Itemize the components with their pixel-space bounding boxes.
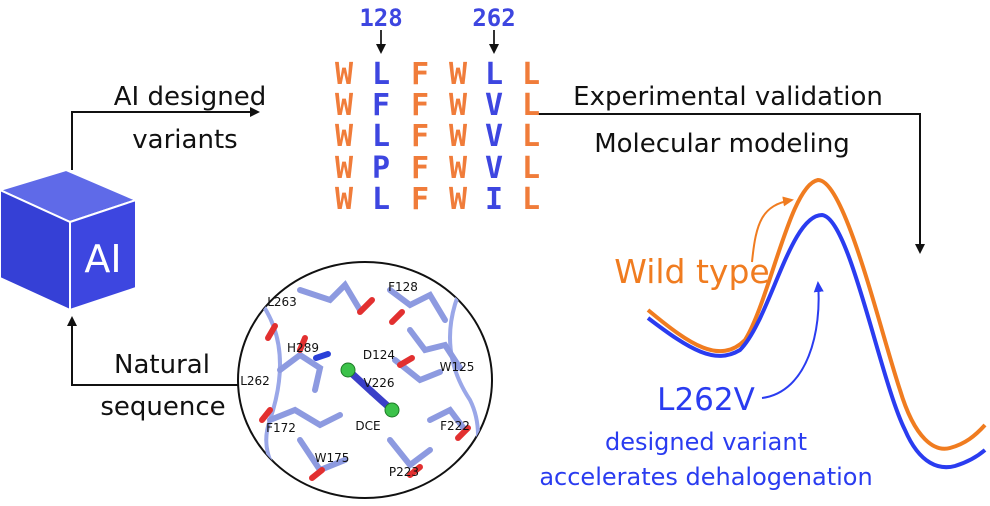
ai-designed-label: AI designed (114, 82, 266, 112)
alignment-residue: L (522, 151, 540, 186)
arrow-natural-to-ai (67, 316, 252, 386)
alignment-residue: W (449, 119, 468, 154)
residue-label-d124: D124 (363, 348, 395, 362)
alignment-residue: L (485, 57, 503, 92)
l262v-label: L262V (657, 382, 755, 418)
alignment-residue: I (485, 182, 503, 217)
residue-label-f172: F172 (266, 421, 296, 435)
alignment-residue: W (449, 182, 468, 217)
activity-curves: Wild type L262V designed variant acceler… (539, 177, 987, 491)
alignment-residue: F (411, 151, 429, 186)
ai-cube-icon: AI (0, 168, 139, 312)
alignment-residue: L (372, 182, 390, 217)
alignment-residue: W (335, 88, 354, 123)
alignment-residue: F (411, 119, 429, 154)
wild-type-curve (646, 177, 987, 451)
residue-label-h289: H289 (287, 341, 319, 355)
alignment-residue: V (485, 119, 503, 154)
alignment-residue: W (335, 119, 354, 154)
alignment-residue: L (522, 88, 540, 123)
residue-label-p223: P223 (389, 465, 419, 479)
natural-label: Natural (114, 350, 210, 380)
alignment-residue: L (372, 119, 390, 154)
protein-sticks (238, 269, 480, 498)
arrow-to-validation (536, 113, 925, 254)
residue-label-v226: V226 (363, 376, 394, 390)
position-label-128: 128 (359, 4, 402, 32)
experimental-validation-label: Experimental validation (573, 82, 883, 112)
alignment-residue: L (522, 182, 540, 217)
l262v-pointer-arrow (761, 281, 824, 399)
alignment-residue: W (449, 88, 468, 123)
alignment-residue: W (449, 57, 468, 92)
arrow-ai-to-variants (71, 107, 260, 170)
alignment-residue: F (411, 88, 429, 123)
position-label-262: 262 (472, 4, 515, 32)
alignment-residue: L (522, 57, 540, 92)
alignment-residue: V (485, 88, 503, 123)
alignment-residue: F (411, 182, 429, 217)
variant-desc-line2: accelerates dehalogenation (539, 463, 872, 491)
ai-cube-label: AI (84, 237, 121, 281)
residue-label-l263: L263 (267, 295, 297, 309)
residue-label-w125: W125 (440, 360, 475, 374)
residue-label-w175: W175 (315, 451, 350, 465)
residue-label-dce: DCE (355, 419, 380, 433)
molecular-modeling-label: Molecular modeling (594, 129, 850, 159)
alignment-residue: V (485, 151, 503, 186)
alignment-residue: F (411, 57, 429, 92)
sequence-label: sequence (100, 392, 225, 422)
alignment-residue: L (522, 119, 540, 154)
alignment-residue: L (372, 57, 390, 92)
alignment-residue: W (449, 151, 468, 186)
variants-label: variants (132, 125, 237, 155)
alignment-residue: W (335, 182, 354, 217)
variant-desc-line1: designed variant (605, 428, 807, 456)
alignment-residue: W (335, 57, 354, 92)
l262v-curve (646, 212, 987, 470)
alignment-residue: P (372, 151, 390, 186)
alignment-residue: W (335, 151, 354, 186)
residue-label-f222: F222 (440, 419, 470, 433)
wild-type-pointer-arrow (751, 196, 794, 263)
alignment-residue: F (372, 88, 390, 123)
residue-label-l262: L262 (240, 374, 270, 388)
wild-type-label: Wild type (614, 252, 769, 291)
residue-label-f128: F128 (388, 280, 418, 294)
